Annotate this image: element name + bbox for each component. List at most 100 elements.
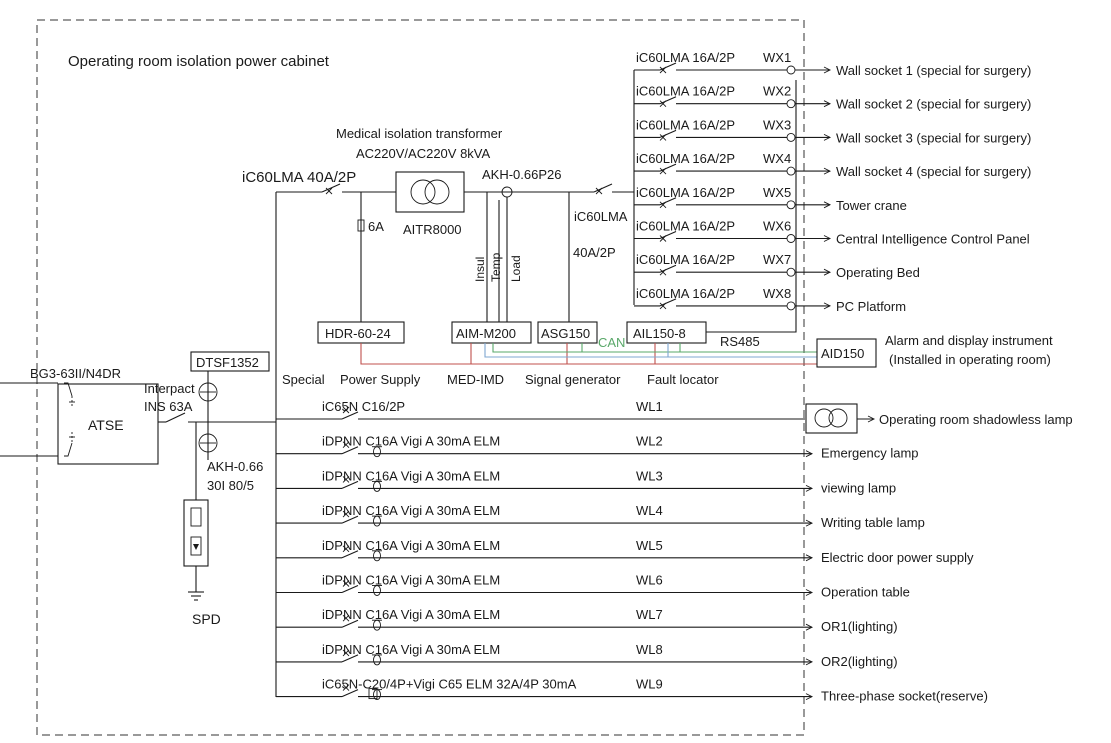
wl-breaker-label: iC65N C16/2P: [322, 399, 405, 414]
aid-model: AID150: [821, 346, 864, 361]
wx-terminal: [786, 234, 796, 243]
wl-circuit-id: WL4: [636, 503, 663, 518]
wl-circuit-id: WL8: [636, 642, 663, 657]
wx-circuit-id: WX7: [763, 252, 791, 267]
main-breaker-label: iC60LMA 40A/2P: [242, 169, 356, 186]
wl-arrow: [805, 623, 814, 631]
transformer-title: Medical isolation transformer: [336, 126, 503, 141]
wl-load-label: Operating room shadowless lamp: [879, 412, 1073, 427]
dtsf-label: DTSF1352: [196, 355, 259, 370]
wx-load-label: Tower crane: [836, 198, 907, 213]
shadowless-lamp-box: [805, 403, 858, 434]
isolation-transformer: [395, 171, 465, 213]
load-lead-label: Load: [509, 255, 523, 282]
transformer-model: AITR8000: [403, 222, 462, 237]
aid-desc-1: Alarm and display instrument: [885, 333, 1053, 348]
branch-breaker-rating: 40A/2P: [573, 245, 616, 260]
dtsf-box: [190, 351, 270, 372]
insul-lead-label: Insul: [473, 257, 487, 282]
wl-arrow: [805, 693, 814, 701]
wx-terminal: [786, 267, 796, 277]
wx-circuit-id: WX3: [763, 117, 791, 132]
wl-breaker-x: [342, 441, 350, 449]
wx-breaker-x: [659, 167, 667, 175]
wx-terminal: [786, 65, 796, 75]
wx-circuit-id: WX6: [763, 219, 791, 234]
wl-breaker-x: [342, 580, 350, 587]
ail-module-label: AIL150-8: [633, 326, 686, 341]
wx-load-label: PC Platform: [836, 299, 906, 314]
wx-circuit-8: iC60LMA 16A/2P WX8 PC Platform: [634, 286, 906, 314]
current-transformer-2: [198, 433, 218, 453]
wx-arrow: [823, 167, 832, 175]
wx-load-label: Central Intelligence Control Panel: [836, 232, 1030, 247]
atse-model: BG3-63II/N4DR: [30, 366, 121, 381]
wl-breaker-label: iDPNN C16A Vigi A 30mA ELM: [322, 573, 500, 588]
wl-breaker-blade: [341, 584, 359, 594]
wx-arrow: [823, 133, 832, 141]
wl-arrow: [805, 554, 814, 562]
atse-box: [57, 383, 159, 465]
wl-load-label: Emergency lamp: [821, 446, 919, 461]
wl-breaker-blade: [341, 550, 359, 559]
incoming-section: ATSE BG3-63II/N4DR Interpact INS 63A DTS…: [0, 351, 276, 627]
wl-breaker-x: [342, 684, 350, 691]
transformer-rating: AC220V/AC220V 8kVA: [356, 146, 490, 161]
wx-arrow: [823, 235, 832, 242]
current-transformer-1: [198, 382, 218, 402]
wx-circuit-id: WX1: [763, 50, 791, 65]
wx-terminal: [786, 132, 796, 142]
akh-incoming-1: AKH-0.66: [207, 459, 263, 474]
wx-breaker-label: iC60LMA 16A/2P: [636, 185, 735, 200]
wx-breaker-blade: [659, 197, 677, 206]
wx-terminal: [786, 99, 796, 109]
wx-breaker-x: [659, 201, 667, 209]
wl-breaker-blade: [341, 515, 359, 524]
wx-load-label: Wall socket 1 (special for surgery): [836, 63, 1031, 78]
wx-arrow: [823, 302, 832, 310]
hdr-module-label: HDR-60-24: [325, 326, 391, 341]
aid-box: [816, 338, 877, 368]
wx-breaker-x: [659, 268, 667, 276]
wl-breaker-x: [342, 476, 350, 483]
wx-breaker-blade: [659, 230, 677, 240]
wl-arrow: [805, 519, 814, 527]
caption-med-imd: MED-IMD: [447, 372, 504, 387]
wx-breaker-label: iC60LMA 16A/2P: [636, 117, 735, 132]
wl-breaker-label: iDPNN C16A Vigi A 30mA ELM: [322, 538, 500, 553]
wl-arrow: [867, 415, 876, 423]
wx-breaker-x: [659, 100, 667, 108]
wx-breaker-label: iC60LMA 16A/2P: [636, 286, 735, 301]
wx-circuit-id: WX8: [763, 286, 791, 301]
atse-label: ATSE: [88, 417, 124, 433]
wl-load-label: OR1(lighting): [821, 619, 898, 634]
branch-breaker-model: iC60LMA: [574, 209, 628, 224]
temp-lead-label: Temp: [489, 252, 503, 282]
wx-arrow: [823, 100, 832, 108]
wl-breaker-label: iDPNN C16A Vigi A 30mA ELM: [322, 503, 500, 518]
shadowless-lamp-coil: [814, 408, 834, 428]
wl-breaker-blade: [341, 446, 359, 455]
akh-incoming-2: 30I 80/5: [207, 478, 254, 493]
wl-arrow: [805, 589, 814, 596]
wl-circuit-id: WL3: [636, 468, 663, 483]
wl-breaker-blade: [341, 480, 359, 489]
cabinet-border: [36, 19, 805, 736]
wx-breaker-label: iC60LMA 16A/2P: [636, 50, 735, 65]
wx-load-label: Wall socket 3 (special for surgery): [836, 130, 1031, 145]
wl-circuit-id: WL6: [636, 573, 663, 588]
wx-circuit-id: WX5: [763, 185, 791, 200]
caption-special: Special: [282, 372, 325, 387]
caption-power-supply: Power Supply: [340, 372, 421, 387]
wl-breaker-label: iDPNN C16A Vigi A 30mA ELM: [322, 468, 500, 483]
wx-breaker-label: iC60LMA 16A/2P: [636, 252, 735, 267]
wx-breaker-blade: [659, 62, 677, 71]
interpact-label-2: INS 63A: [144, 399, 193, 414]
cabinet-title: Operating room isolation power cabinet: [68, 53, 330, 70]
